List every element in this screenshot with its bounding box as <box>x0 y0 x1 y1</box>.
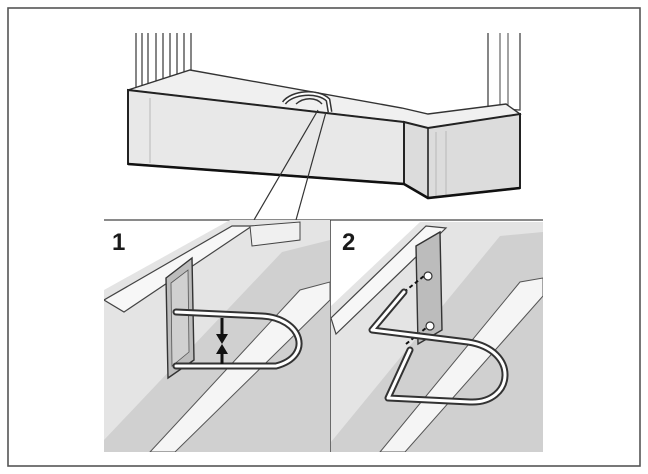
squeeze-arrows <box>216 318 228 364</box>
step-2-detail <box>331 222 543 452</box>
step-1-detail <box>104 220 330 452</box>
appliance-overview <box>127 33 522 200</box>
step-1-number: 1 <box>112 229 126 256</box>
zoom-callout <box>253 109 327 221</box>
step-2-number: 2 <box>342 229 356 256</box>
